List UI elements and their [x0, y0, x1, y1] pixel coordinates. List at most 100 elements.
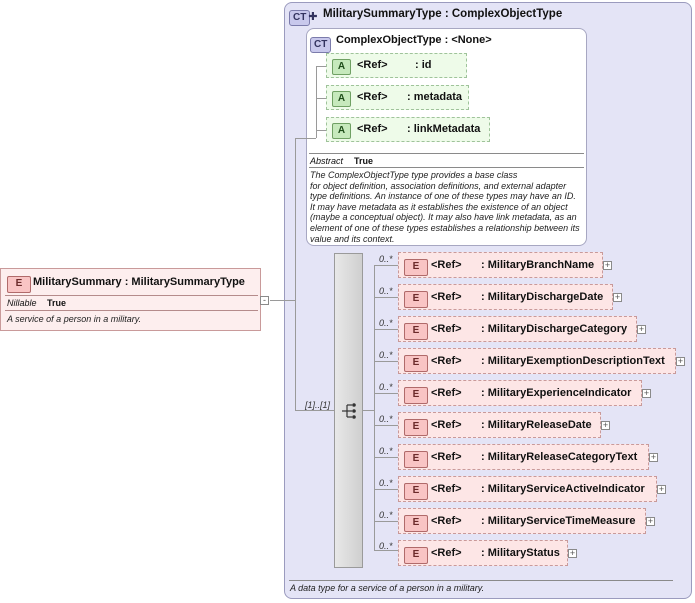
child-element-military-release-category-text[interactable]: E <Ref> : MilitaryReleaseCategoryText [398, 444, 649, 470]
divider [309, 153, 584, 154]
child-element-military-service-time-measure[interactable]: E <Ref> : MilitaryServiceTimeMeasure [398, 508, 646, 534]
element-ref: <Ref> [431, 483, 462, 495]
abstract-value: True [354, 156, 374, 166]
attribute-link-metadata[interactable]: A <Ref> : linkMetadata [326, 117, 490, 142]
child-connector [374, 329, 398, 330]
element-badge: E [404, 259, 428, 276]
sequence-connector [295, 410, 334, 411]
child-element-military-discharge-category[interactable]: E <Ref> : MilitaryDischargeCategory [398, 316, 637, 342]
child-occurrence: 0..* [379, 510, 393, 520]
divider [5, 310, 258, 311]
child-connector [374, 521, 398, 522]
attribute-metadata[interactable]: A <Ref> : metadata [326, 85, 469, 110]
nillable-label: Nillable [7, 298, 37, 308]
sequence-compositor[interactable] [334, 253, 363, 568]
element-name: : MilitaryServiceActiveIndicator [481, 483, 645, 495]
child-occurrence: 0..* [379, 478, 393, 488]
element-ref: <Ref> [431, 355, 462, 367]
element-ref: <Ref> [431, 419, 462, 431]
child-occurrence: 0..* [379, 318, 393, 328]
element-badge: E [404, 387, 428, 404]
child-element-military-exemption-description-text[interactable]: E <Ref> : MilitaryExemptionDescriptionTe… [398, 348, 676, 374]
attribute-connector [316, 98, 326, 99]
child-connector [374, 393, 398, 394]
attribute-ref: <Ref> [357, 123, 388, 135]
complex-type-badge: CT [310, 34, 332, 53]
attribute-id[interactable]: A <Ref> : id [326, 53, 467, 78]
child-element-military-service-active-indicator[interactable]: E <Ref> : MilitaryServiceActiveIndicator [398, 476, 657, 502]
child-element-military-branch-name[interactable]: E <Ref> : MilitaryBranchName [398, 252, 603, 278]
complex-type-badge: CT✚ [289, 7, 318, 26]
child-element-military-experience-indicator[interactable]: E <Ref> : MilitaryExperienceIndicator [398, 380, 642, 406]
child-connector [374, 550, 398, 551]
element-badge: E [7, 276, 31, 293]
element-name: : MilitaryExperienceIndicator [481, 387, 632, 399]
expand-toggle[interactable]: + [676, 356, 685, 366]
child-occurrence: 0..* [379, 414, 393, 424]
element-name: : MilitaryBranchName [481, 259, 595, 271]
element-ref: <Ref> [431, 259, 462, 271]
attribute-name: : id [415, 59, 432, 71]
child-occurrence: 0..* [379, 286, 393, 296]
element-badge: E [404, 355, 428, 372]
expand-toggle[interactable]: + [601, 420, 610, 430]
element-name: : MilitaryExemptionDescriptionText [481, 355, 665, 367]
child-element-military-release-date[interactable]: E <Ref> : MilitaryReleaseDate [398, 412, 601, 438]
child-connector [374, 361, 398, 362]
sequence-cardinality: [1]..[1] [305, 400, 331, 410]
connector-root-to-type [270, 300, 295, 301]
element-badge: E [404, 419, 428, 436]
expand-toggle[interactable]: + [637, 324, 646, 334]
child-occurrence: 0..* [379, 350, 393, 360]
attribute-badge: A [332, 123, 351, 139]
child-occurrence: 0..* [379, 446, 393, 456]
element-ref: <Ref> [431, 323, 462, 335]
expand-toggle[interactable]: + [646, 516, 655, 526]
element-badge: E [404, 547, 428, 564]
abstract-label: Abstract [310, 156, 344, 166]
element-ref: <Ref> [431, 515, 462, 527]
expand-toggle[interactable]: + [657, 484, 666, 494]
element-ref: <Ref> [431, 451, 462, 463]
expand-toggle[interactable]: + [568, 548, 577, 558]
child-connector [374, 457, 398, 458]
attribute-badge: A [332, 59, 351, 75]
expand-toggle[interactable]: + [603, 260, 612, 270]
divider [289, 580, 673, 581]
attribute-ref: <Ref> [357, 59, 388, 71]
element-badge: E [404, 291, 428, 308]
child-connector [374, 489, 398, 490]
attribute-connector [316, 130, 326, 131]
element-badge: E [404, 515, 428, 532]
base-type-title: ComplexObjectType : <None> [336, 34, 492, 46]
root-element-military-summary[interactable]: E MilitarySummary : MilitarySummaryType … [0, 268, 261, 331]
element-badge: E [404, 451, 428, 468]
child-occurrence: 0..* [379, 541, 393, 551]
children-connector [363, 410, 374, 411]
expand-toggle[interactable]: + [649, 452, 658, 462]
attribute-connector [316, 66, 326, 67]
child-connector [374, 297, 398, 298]
root-element-documentation: A service of a person in a military. [7, 314, 142, 324]
attribute-badge: A [332, 91, 351, 107]
element-name: : MilitaryServiceTimeMeasure [481, 515, 636, 527]
nillable-value: True [47, 298, 67, 308]
expand-toggle[interactable]: + [642, 388, 651, 398]
child-element-military-status[interactable]: E <Ref> : MilitaryStatus [398, 540, 568, 566]
element-name: : MilitaryReleaseDate [481, 419, 592, 431]
root-element-title: MilitarySummary : MilitarySummaryType [33, 276, 245, 288]
children-connector [374, 265, 375, 550]
expand-toggle[interactable]: + [613, 292, 622, 302]
element-ref: <Ref> [431, 387, 462, 399]
attribute-name: : metadata [407, 91, 463, 103]
element-name: : MilitaryDischargeCategory [481, 323, 628, 335]
child-connector [374, 265, 398, 266]
type-connector [295, 138, 296, 410]
child-occurrence: 0..* [379, 382, 393, 392]
attribute-ref: <Ref> [357, 91, 388, 103]
child-element-military-discharge-date[interactable]: E <Ref> : MilitaryDischargeDate [398, 284, 613, 310]
collapse-toggle[interactable]: - [260, 296, 269, 305]
child-connector [374, 425, 398, 426]
extension-icon: ✚ [308, 11, 318, 23]
attribute-name: : linkMetadata [407, 123, 481, 135]
